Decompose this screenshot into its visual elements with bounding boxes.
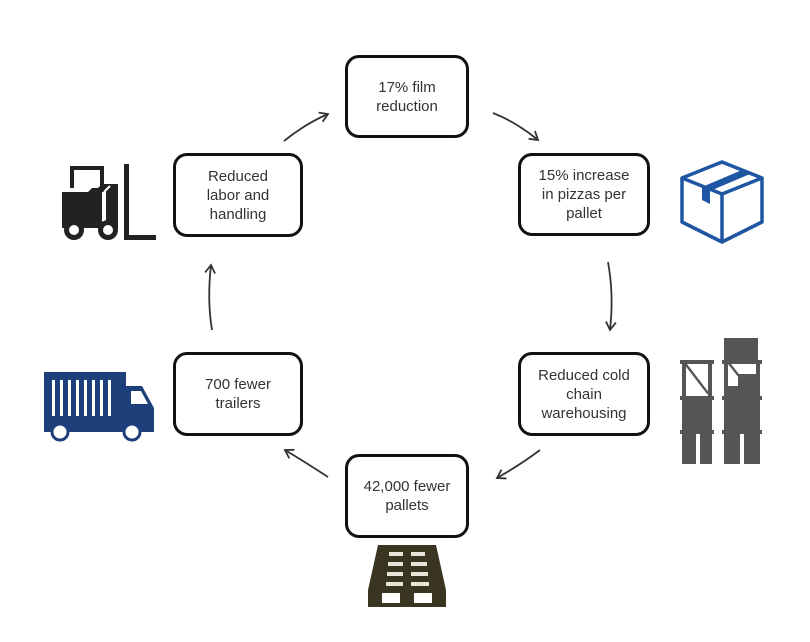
arrow-pizzas-to-cold — [605, 261, 617, 332]
node-label: 700 fewer trailers — [205, 376, 271, 412]
node-label: 15% increase in pizzas per pallet — [538, 167, 630, 222]
node-label: Reduced labor and handling — [206, 167, 270, 223]
arrow-cold-to-pallets — [495, 449, 541, 480]
node-labor-handling: Reduced labor and handling — [173, 153, 303, 237]
pallet-icon — [368, 545, 446, 607]
node-label: Reduced cold chain warehousing — [538, 366, 630, 422]
node-label: 17% film reduction — [376, 78, 438, 115]
node-film-reduction: 17% film reduction — [345, 55, 469, 138]
arrow-pallets-to-trailers — [283, 448, 329, 478]
node-fewer-trailers: 700 fewer trailers — [173, 352, 303, 436]
arrow-trailers-to-labor — [204, 263, 216, 331]
node-cold-chain-warehousing: Reduced cold chain warehousing — [518, 352, 650, 436]
truck-icon — [44, 372, 154, 442]
node-label: 42,000 fewer pallets — [363, 478, 451, 514]
node-pizzas-per-pallet: 15% increase in pizzas per pallet — [518, 153, 650, 236]
warehouse-rack-icon — [680, 338, 762, 464]
forklift-icon — [62, 164, 156, 240]
box-icon — [680, 160, 764, 244]
node-fewer-pallets: 42,000 fewer pallets — [345, 454, 469, 538]
arrow-film-to-pizzas — [492, 112, 540, 142]
arrow-labor-to-film — [283, 111, 330, 142]
